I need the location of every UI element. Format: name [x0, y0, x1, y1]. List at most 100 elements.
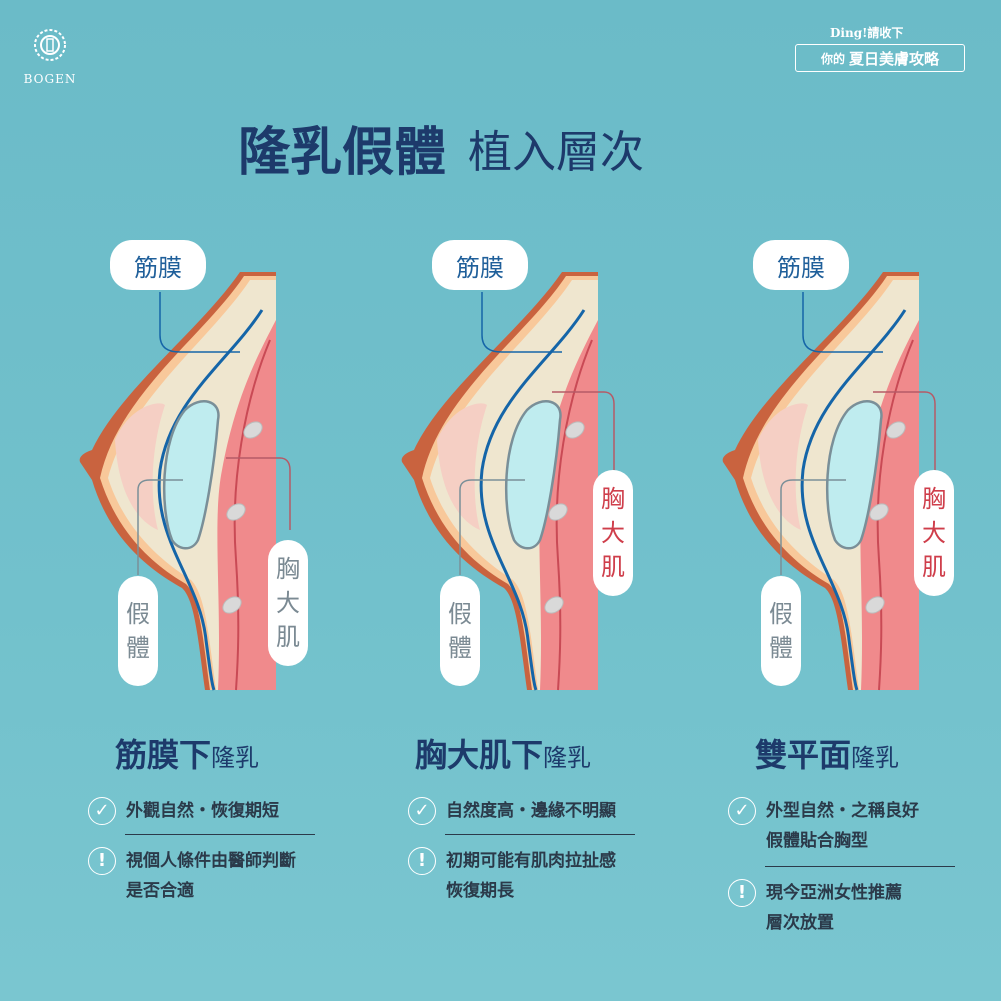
implant-char: 體	[448, 634, 472, 662]
muscle-char: 大	[601, 519, 625, 547]
gland-tissue	[758, 403, 808, 530]
muscle-char: 肌	[276, 623, 300, 651]
exclamation-icon: !	[88, 847, 116, 875]
cons-text: 現今亞洲女性推薦	[766, 883, 902, 903]
rib-icon	[869, 503, 889, 521]
bogen-logo: BOGEN	[22, 24, 78, 86]
divider	[445, 834, 635, 835]
badge-top: Ding!請收下	[830, 26, 904, 40]
rib-icon	[565, 421, 585, 439]
section-title: 胸大肌下隆乳	[415, 730, 591, 776]
implant-char: 體	[126, 634, 150, 662]
badge-small: 你的	[820, 51, 845, 66]
rib-icon	[548, 503, 568, 521]
fascia-label-text: 筋膜	[777, 253, 825, 282]
rib-icon	[544, 596, 564, 614]
fascia-line	[479, 309, 586, 691]
exclamation-icon: !	[408, 847, 436, 875]
muscle-label: 胸大肌	[914, 470, 954, 596]
muscle-label: 胸大肌	[268, 540, 308, 666]
gland-tissue	[115, 403, 165, 530]
cons-text: 層次放置	[766, 913, 834, 933]
section-title-small: 隆乳	[851, 744, 900, 772]
implant-label: 假體	[761, 576, 801, 686]
muscle-char: 肌	[601, 553, 625, 581]
page-title: 隆乳假體 植入層次	[225, 108, 644, 188]
implant-label: 假體	[440, 576, 480, 686]
implant-char: 假	[769, 600, 793, 628]
fascia-label-text: 筋膜	[134, 253, 182, 282]
muscle-char: 胸	[276, 555, 300, 583]
muscle-char: 肌	[922, 553, 946, 581]
title-highlight: 隆乳假體	[225, 118, 461, 188]
muscle-char: 大	[276, 589, 300, 617]
implant-pointer	[459, 479, 525, 575]
muscle-pointer	[226, 457, 291, 530]
section-title-bold: 胸大肌下	[415, 736, 544, 774]
fascia-label: 筋膜	[110, 240, 206, 290]
rib-icon	[226, 503, 246, 521]
fascia-label-text: 筋膜	[456, 253, 504, 282]
fascia-line	[157, 309, 264, 691]
implant	[162, 400, 220, 550]
cons-item: ! 視個人條件由醫師判斷是否合適	[88, 846, 296, 906]
section-title: 雙平面隆乳	[755, 730, 899, 776]
section-title-bold: 雙平面	[755, 736, 852, 774]
section-title-small: 隆乳	[543, 744, 592, 772]
implant-char: 體	[769, 634, 793, 662]
exclamation-icon: !	[728, 879, 756, 907]
pros-item: ✓ 外觀自然・恢復期短	[88, 796, 279, 826]
muscle-label: 胸大肌	[593, 470, 633, 596]
cons-item: ! 初期可能有肌肉拉扯感恢復期長	[408, 846, 616, 906]
breast-diagram	[79, 272, 291, 691]
fascia-label: 筋膜	[432, 240, 528, 290]
implant	[504, 400, 562, 550]
fascia-pointer	[481, 292, 562, 353]
pros-item: ✓ 外型自然・之稱良好假體貼合胸型	[728, 796, 919, 856]
badge-main: 夏日美膚攻略	[849, 49, 940, 68]
cons-text: 恢復期長	[446, 881, 514, 901]
pros-text: 自然度高・邊緣不明顯	[446, 801, 616, 821]
breast-diagram	[722, 272, 936, 691]
cons-text: 視個人條件由醫師判斷	[126, 851, 296, 871]
rib-icon	[222, 596, 242, 614]
logo-emblem-icon	[34, 29, 66, 61]
section-title-small: 隆乳	[211, 744, 260, 772]
implant-label: 假體	[118, 576, 158, 686]
pros-text: 外型自然・之稱良好	[766, 801, 919, 821]
section-title: 筋膜下隆乳	[115, 730, 259, 776]
badge-ribbon: 你的 夏日美膚攻略	[795, 44, 965, 72]
cons-item: ! 現今亞洲女性推薦層次放置	[728, 878, 902, 938]
muscle-char: 大	[922, 519, 946, 547]
fascia-label: 筋膜	[753, 240, 849, 290]
implant-char: 假	[126, 600, 150, 628]
summer-guide-badge: Ding!請收下 你的 夏日美膚攻略	[785, 22, 980, 82]
muscle-pointer	[552, 391, 615, 470]
check-icon: ✓	[728, 797, 756, 825]
muscle-line	[876, 339, 914, 691]
implant-char: 假	[448, 600, 472, 628]
muscle-line	[233, 339, 271, 691]
logo-text: BOGEN	[23, 72, 77, 86]
implant-pointer	[137, 479, 183, 575]
fascia-pointer	[802, 292, 883, 353]
rib-icon	[886, 421, 906, 439]
fascia-line	[800, 309, 907, 691]
muscle-char: 胸	[601, 485, 625, 513]
implant-pointer	[780, 479, 846, 575]
rib-icon	[865, 596, 885, 614]
divider	[125, 834, 315, 835]
divider	[765, 866, 955, 867]
rib-icon	[243, 421, 263, 439]
pros-text: 假體貼合胸型	[766, 831, 868, 851]
gland-tissue	[437, 403, 487, 530]
fascia-pointer	[159, 292, 240, 353]
cons-text: 初期可能有肌肉拉扯感	[446, 851, 616, 871]
cons-text: 是否合適	[126, 881, 194, 901]
section-title-bold: 筋膜下	[115, 736, 212, 774]
implant	[825, 400, 883, 550]
muscle-line	[555, 339, 593, 691]
pros-text: 外觀自然・恢復期短	[126, 801, 279, 821]
check-icon: ✓	[88, 797, 116, 825]
